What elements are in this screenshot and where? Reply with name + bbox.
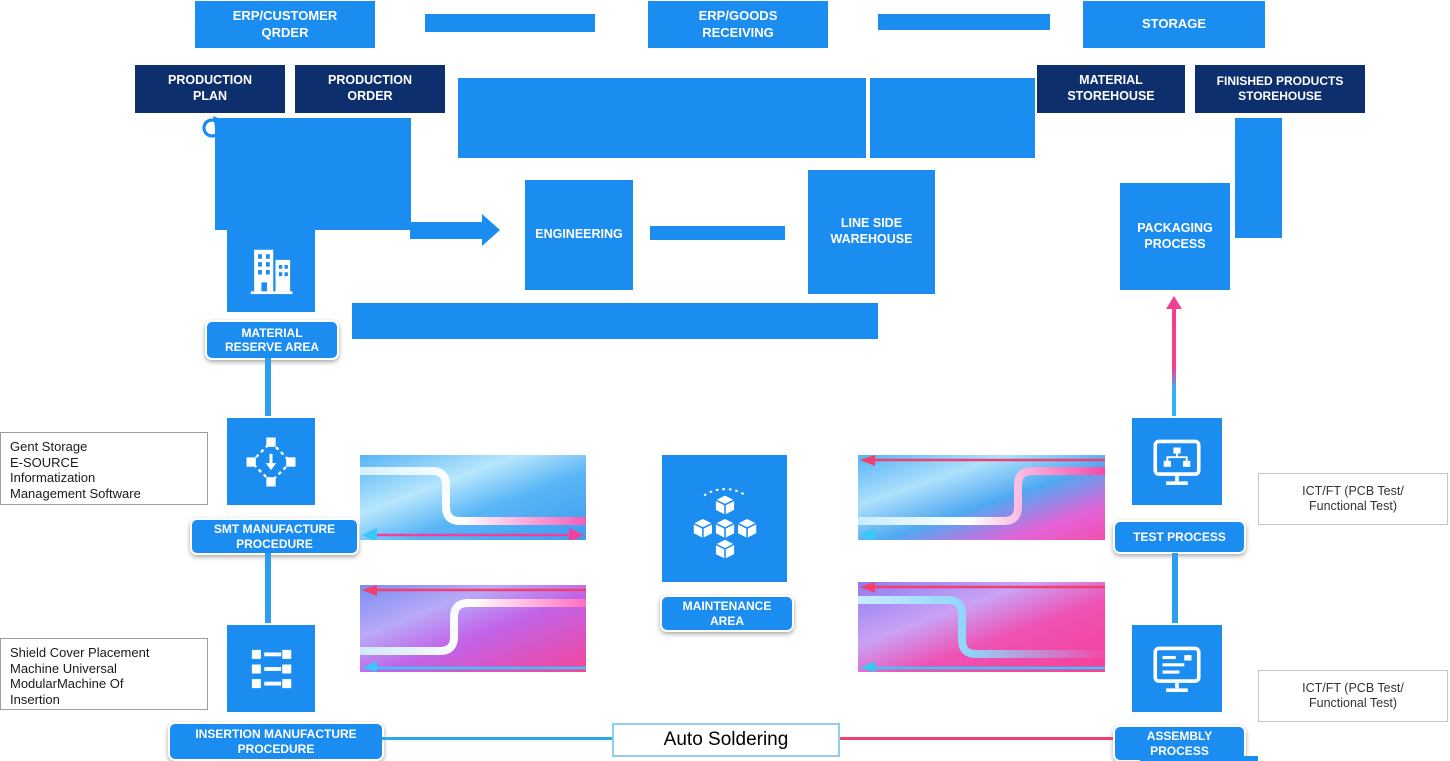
label-material-reserve-area: MATERIAL RESERVE AREA	[205, 320, 339, 360]
connector-test-to-packaging-head	[1166, 296, 1182, 309]
maintenance-iconbox	[662, 455, 787, 582]
box-engineering: ENGINEERING	[525, 180, 633, 290]
material-reserve-iconbox	[227, 228, 315, 312]
flow-bar-bottom-right	[1140, 756, 1258, 761]
note-insertion-machines: Shield Cover Placement Machine Universal…	[0, 638, 208, 710]
insertion-iconbox	[227, 625, 315, 712]
connector-test-to-assembly	[1172, 553, 1178, 623]
label-insertion-manufacture-procedure: INSERTION MANUFACTURE PROCEDURE	[168, 722, 384, 761]
auto-soldering-box: Auto Soldering	[612, 723, 840, 757]
note-smt-software: Gent Storage E-SOURCE Informatization Ma…	[0, 432, 208, 505]
box-material-storehouse: MATERIAL STOREHOUSE	[1037, 65, 1185, 113]
cubes-network-icon	[686, 480, 764, 558]
building-icon	[244, 243, 298, 297]
flow-bar-top-left	[425, 14, 595, 32]
flow-block-center	[458, 78, 866, 158]
conveyor-insertion-graphic	[360, 585, 586, 672]
box-finished-products-storehouse: FINISHED PRODUCTS STOREHOUSE	[1195, 65, 1365, 113]
connector-test-to-packaging	[1172, 308, 1176, 416]
pick-place-network-icon	[243, 434, 299, 490]
box-production-plan: PRODUCTION PLAN	[135, 65, 285, 113]
flow-bar-engineering-warehouse	[650, 226, 785, 240]
conveyor-assembly-graphic	[858, 582, 1105, 672]
flow-bar-top-right	[878, 14, 1050, 30]
monitor-checklist-icon	[1148, 640, 1206, 698]
box-production-order: PRODUCTION ORDER	[295, 65, 445, 113]
connector-smt-to-insertion	[265, 553, 271, 623]
flow-line-insertion-to-soldering	[382, 737, 612, 740]
test-iconbox	[1132, 418, 1222, 505]
box-packaging-process: PACKAGING PROCESS	[1120, 183, 1230, 290]
flow-bar-storehouse-down	[1235, 118, 1282, 238]
box-erp-customer-order: ERP/CUSTOMER QRDER	[195, 1, 375, 48]
smt-iconbox	[227, 418, 315, 505]
box-line-side-warehouse: LINE SIDE WAREHOUSE	[808, 170, 935, 294]
connector-material-to-smt	[265, 358, 271, 416]
flow-arrow-to-engineering	[410, 222, 482, 239]
conveyor-test-graphic	[858, 455, 1105, 540]
box-storage: STORAGE	[1083, 1, 1265, 48]
flow-block-material	[870, 78, 1035, 158]
conveyor-smt-graphic	[360, 455, 586, 540]
label-smt-manufacture-procedure: SMT MANUFACTURE PROCEDURE	[190, 518, 359, 555]
label-maintenance-area: MAINTENANCE AREA	[660, 595, 794, 632]
monitor-flowchart-icon	[1148, 433, 1206, 491]
label-test-process: TEST PROCESS	[1113, 520, 1246, 554]
note-ict-test: ICT/FT (PCB Test/ Functional Test)	[1258, 473, 1448, 525]
flow-arrow-to-engineering-head	[482, 214, 500, 246]
flow-block-plan	[215, 118, 411, 230]
flow-line-soldering-to-assembly	[840, 737, 1113, 740]
assembly-iconbox	[1132, 625, 1222, 712]
flow-bar-material-long	[352, 303, 878, 339]
note-ict-assembly: ICT/FT (PCB Test/ Functional Test)	[1258, 670, 1448, 722]
feeder-slots-icon	[244, 642, 298, 696]
box-erp-goods-receiving: ERP/GOODS RECEIVING	[648, 1, 828, 48]
